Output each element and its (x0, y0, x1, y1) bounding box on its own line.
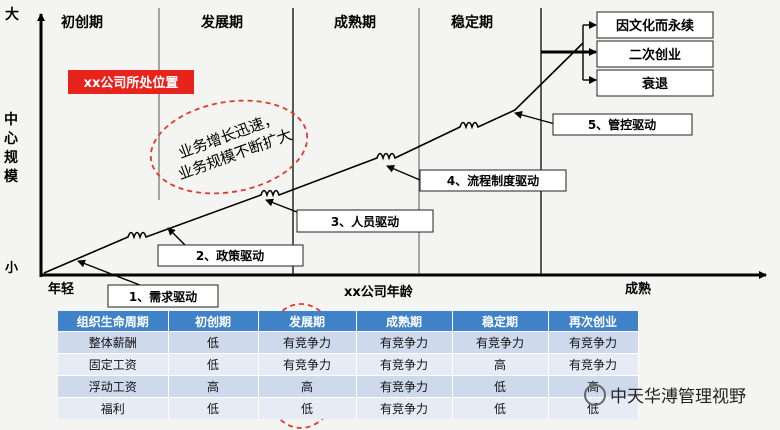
y-axis-title-char: 心 (4, 131, 18, 147)
y-axis-title-char: 模 (4, 168, 19, 185)
table-header-cell: 初创期 (168, 311, 259, 332)
table-header-cell: 成熟期 (356, 311, 453, 332)
y-axis-title-char: 中 (4, 111, 18, 128)
wechat-logo-icon (584, 384, 606, 406)
table-cell: 高 (258, 375, 357, 398)
table-header-cell: 再次创业 (548, 311, 639, 332)
driver-box (157, 244, 304, 267)
driver-box (419, 169, 567, 192)
driver-pointer (386, 165, 421, 181)
table-cell: 低 (168, 397, 259, 419)
table-cell: 有竞争力 (258, 331, 357, 354)
table-cell: 低 (258, 397, 357, 419)
company-position-badge (68, 70, 194, 94)
table-cell: 高 (452, 353, 549, 376)
table-cell: 有竞争力 (548, 353, 639, 376)
growth-annotation-ellipse (149, 99, 309, 195)
stage-title: 发展期 (200, 14, 243, 31)
table-cell: 福利 (58, 397, 169, 419)
outcome-box (596, 40, 714, 68)
compensation-table: 组织生命周期 初创期 发展期 成熟期 稳定期 再次创业 整体薪酬 低 有竞争力 … (58, 311, 639, 419)
driver-label: 5、管控驱动 (588, 117, 656, 132)
table-header-cell: 发展期 (258, 311, 357, 332)
table-row: 整体薪酬 低 有竞争力 有竞争力 有竞争力 有竞争力 (58, 331, 639, 354)
table-header-cell: 组织生命周期 (58, 311, 169, 332)
driver-label: 3、人员驱动 (331, 214, 399, 229)
table-cell: 低 (452, 397, 549, 419)
table-header-cell: 稳定期 (452, 311, 549, 332)
table-cell: 有竞争力 (356, 375, 453, 398)
y-axis-title-char: 规 (4, 150, 18, 166)
table-cell: 低 (168, 353, 259, 376)
table-cell: 低 (168, 331, 259, 354)
outcome-label: 因文化而永续 (616, 18, 694, 34)
outcome-label: 二次创业 (629, 47, 681, 63)
driver-label: 1、需求驱动 (129, 289, 197, 304)
table-cell: 有竞争力 (356, 397, 453, 419)
driver-pointer (265, 198, 298, 213)
table-cell: 低 (452, 375, 549, 398)
watermark: 中天华溥管理视野 (584, 382, 780, 407)
watermark-text: 中天华溥管理视野 (610, 387, 746, 407)
driver-label: 2、政策驱动 (196, 248, 264, 263)
growth-curve (43, 42, 584, 274)
x-axis-start-label: 年轻 (48, 281, 74, 297)
stage-title: 初创期 (61, 14, 103, 31)
stage-title: 成熟期 (334, 14, 376, 31)
table-cell: 高 (168, 375, 259, 398)
company-position-label: xx公司所处位置 (84, 75, 179, 91)
table-row: 浮动工资 高 高 有竞争力 低 高 (58, 375, 639, 398)
table-cell: 有竞争力 (452, 331, 549, 354)
driver-pointer (77, 259, 151, 290)
outcome-label: 衰退 (641, 76, 668, 92)
driver-pointer (167, 227, 186, 246)
driver-label: 4、流程制度驱动 (447, 173, 539, 188)
stage-title: 稳定期 (451, 14, 493, 31)
driver-box (296, 209, 434, 233)
x-axis-end-label: 成熟 (625, 281, 651, 297)
outcome-box (596, 69, 714, 97)
table-cell: 浮动工资 (58, 375, 169, 398)
table-cell: 低 (548, 397, 639, 419)
table-cell: 有竞争力 (548, 331, 639, 354)
table-header-row: 组织生命周期 初创期 发展期 成熟期 稳定期 再次创业 (58, 311, 639, 332)
outcome-box (596, 11, 714, 39)
driver-pointer (514, 110, 556, 125)
x-axis-title: xx公司年龄 (344, 284, 414, 300)
driver-box (107, 284, 219, 308)
y-axis-top-label: 大 (5, 6, 19, 23)
table-cell: 有竞争力 (258, 353, 357, 376)
table-cell: 固定工资 (58, 353, 169, 376)
table-cell: 整体薪酬 (58, 331, 169, 354)
table-cell: 有竞争力 (356, 331, 453, 354)
y-axis-bottom-label: 小 (5, 261, 18, 276)
table-row: 福利 低 低 有竞争力 低 低 (58, 397, 639, 419)
table-row: 固定工资 低 有竞争力 有竞争力 高 有竞争力 (58, 353, 639, 376)
table-cell: 有竞争力 (356, 353, 453, 376)
driver-box (552, 113, 693, 136)
